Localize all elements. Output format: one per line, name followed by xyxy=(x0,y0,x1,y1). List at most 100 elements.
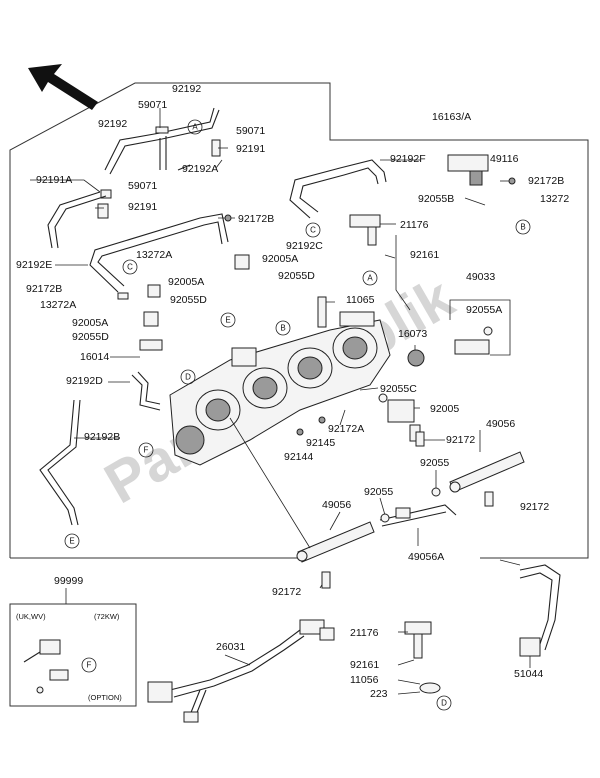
callout-A-top: A xyxy=(187,119,203,135)
label-49116: 49116 xyxy=(490,153,519,165)
label-223: 223 xyxy=(370,688,388,700)
label-92055D-ll: 92055D xyxy=(72,331,109,343)
label-16073: 16073 xyxy=(398,328,427,340)
label-92172-mid: 92172 xyxy=(446,434,475,446)
svg-text:D: D xyxy=(185,373,191,382)
svg-text:E: E xyxy=(225,316,230,325)
label-51044: 51044 xyxy=(514,668,543,680)
label-92055C: 92055C xyxy=(380,383,417,395)
label-92191A: 92191A xyxy=(36,174,72,186)
callout-D-bottom: D xyxy=(436,695,452,711)
fuel-hose-51044 xyxy=(519,564,561,651)
label-92192-left: 92192 xyxy=(98,118,127,130)
label-92191-a: 92191 xyxy=(236,143,265,155)
hose-92192D xyxy=(131,371,161,411)
fuel-hose-connector xyxy=(519,637,541,657)
callout-B-mid: B xyxy=(275,320,291,336)
option-region: (UK,WV) xyxy=(16,612,46,621)
label-59071-a: 59071 xyxy=(138,99,167,111)
label-92145: 92145 xyxy=(306,437,335,449)
label-92005A-ll: 92005A xyxy=(72,317,108,329)
label-92192-top: 92192 xyxy=(172,83,201,95)
label-13272A-left: 13272A xyxy=(40,299,76,311)
label-49056-left: 49056 xyxy=(322,499,351,511)
label-13272A-mid: 13272A xyxy=(136,249,172,261)
label-92192D: 92192D xyxy=(66,375,103,387)
svg-text:B: B xyxy=(280,324,285,333)
label-11056: 11056 xyxy=(350,674,379,686)
label-92172-bottom: 92172 xyxy=(272,586,301,598)
fuel-pipe-49056A xyxy=(379,504,457,527)
label-92192C: 92192C xyxy=(286,240,323,252)
label-92191-b: 92191 xyxy=(128,201,157,213)
callout-E-bottom: E xyxy=(64,533,80,549)
label-21176-top: 21176 xyxy=(400,219,429,231)
label-92192A: 92192A xyxy=(182,163,218,175)
callout-D-mid: D xyxy=(180,369,196,385)
option-sensor xyxy=(23,639,69,694)
svg-text:A: A xyxy=(367,274,373,283)
label-92005: 92005 xyxy=(430,403,459,415)
sensor-21176-top xyxy=(349,214,381,246)
cap-16073 xyxy=(407,349,425,367)
callout-E-mid: E xyxy=(220,312,236,328)
label-16014: 16014 xyxy=(80,351,109,363)
label-92005A-mid: 92005A xyxy=(262,253,298,265)
main-frame xyxy=(9,82,589,559)
sensor-49116 xyxy=(447,154,489,186)
label-16163A: 16163/A xyxy=(432,111,471,123)
small-fasteners xyxy=(117,177,516,589)
label-92192B: 92192B xyxy=(84,431,120,443)
option-spec: (72KW) xyxy=(94,612,120,621)
label-99999: 99999 xyxy=(54,575,83,587)
label-49056A: 49056A xyxy=(408,551,444,563)
label-92005A-left: 92005A xyxy=(168,276,204,288)
svg-text:F: F xyxy=(144,446,149,455)
hose-92192B xyxy=(39,399,81,526)
label-13272: 13272 xyxy=(540,193,569,205)
label-92172-right: 92172 xyxy=(520,501,549,513)
option-box xyxy=(9,603,137,707)
svg-text:D: D xyxy=(441,699,447,708)
label-92055A: 92055A xyxy=(466,304,502,316)
svg-text:C: C xyxy=(310,226,316,235)
valve-49033 xyxy=(454,339,490,355)
label-49033: 49033 xyxy=(466,271,495,283)
hose-92192F xyxy=(289,159,387,219)
wire-harness-26031 xyxy=(147,619,335,723)
svg-text:C: C xyxy=(127,263,133,272)
label-92172A: 92172A xyxy=(328,423,364,435)
label-92055-right: 92055 xyxy=(420,457,449,469)
label-59071-c: 59071 xyxy=(128,180,157,192)
fuel-rail-lower xyxy=(296,521,375,563)
part-labels: 92192 59071 92192 59071 92191 92192A 921… xyxy=(16,83,569,700)
callout-B-top: B xyxy=(515,219,531,235)
label-92172B-right: 92172B xyxy=(528,175,564,187)
callout-F-option: F xyxy=(81,657,97,673)
label-92192E: 92192E xyxy=(16,259,52,271)
label-92161-top: 92161 xyxy=(410,249,439,261)
svg-text:E: E xyxy=(69,537,74,546)
label-92192F: 92192F xyxy=(390,153,426,165)
label-92161-bottom: 92161 xyxy=(350,659,379,671)
sensor-21176-bottom xyxy=(404,621,441,694)
callout-C-left: C xyxy=(122,259,138,275)
label-92055D-mid: 92055D xyxy=(278,270,315,282)
label-59071-b: 59071 xyxy=(236,125,265,137)
callout-A-mid: A xyxy=(362,270,378,286)
label-92172B-left: 92172B xyxy=(26,283,62,295)
label-92055-mid: 92055 xyxy=(364,486,393,498)
throttle-body-assembly xyxy=(169,311,391,466)
svg-text:F: F xyxy=(87,661,92,670)
label-11065: 11065 xyxy=(346,294,375,306)
svg-text:B: B xyxy=(520,223,525,232)
hose-group-top xyxy=(47,107,221,249)
label-49056-right: 49056 xyxy=(486,418,515,430)
fuel-rail-upper xyxy=(449,451,525,493)
hose-92192E xyxy=(89,213,229,293)
label-26031: 26031 xyxy=(216,641,245,653)
label-92055D-left: 92055D xyxy=(170,294,207,306)
label-92055B: 92055B xyxy=(418,193,454,205)
callout-C-top: C xyxy=(305,222,321,238)
label-92144: 92144 xyxy=(284,451,313,463)
